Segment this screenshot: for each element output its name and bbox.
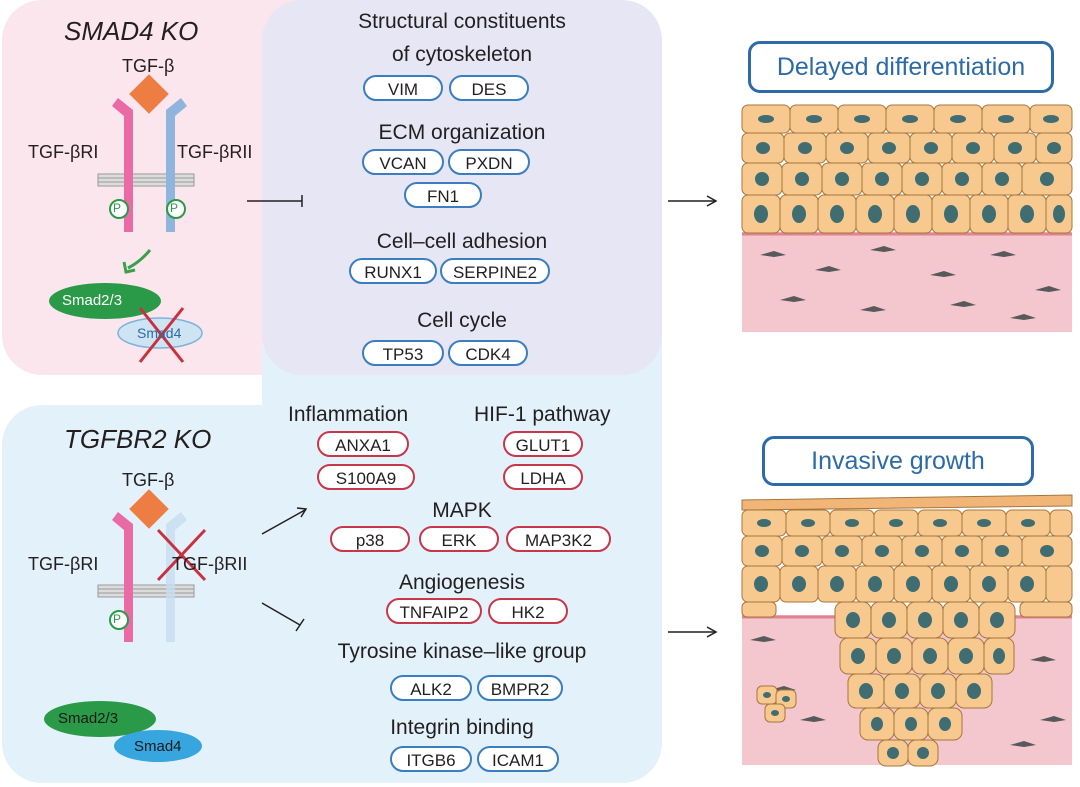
gene-pill: MAP3K2 (506, 526, 611, 552)
category-title: Tyrosine kinase–like group (337, 640, 587, 663)
gene-pill: VCAN (362, 149, 444, 175)
green-arrow-icon (127, 249, 152, 270)
tgfbrii-label: TGF-βRII (172, 554, 248, 574)
gene-pill: ERK (419, 526, 499, 552)
gene-pill: HK2 (488, 598, 568, 624)
tissue-invasive-growth (741, 494, 1073, 767)
smad4-receptor-complex (49, 74, 203, 363)
tissue-delayed-differentiation (741, 104, 1073, 332)
tgfb-ligand (129, 74, 169, 114)
gene-pill: FN1 (404, 182, 482, 208)
category-title: Cell cycle (417, 309, 507, 332)
gene-pill: ANXA1 (317, 431, 409, 457)
gene-pill: ICAM1 (477, 746, 559, 772)
category-title: Cell–cell adhesion (376, 230, 548, 253)
tgfbri-receptor (112, 98, 133, 232)
smad4-label: Smad4 (134, 738, 182, 755)
phospho-label: P (170, 201, 179, 215)
tgfbrii-label: TGF-βRII (177, 142, 253, 162)
category-title: MAPK (432, 499, 492, 522)
gene-pill: p38 (330, 526, 410, 552)
category-title: of cytoskeleton (391, 43, 533, 66)
category-title: Integrin binding (390, 716, 534, 739)
gene-pill: CDK4 (448, 340, 528, 366)
outcome-delayed-differentiation: Delayed differentiation (748, 41, 1054, 93)
gene-pill: LDHA (503, 464, 583, 490)
smad4-ko-title: SMAD4 KO (64, 16, 199, 46)
tgfbri-receptor (112, 512, 133, 642)
gene-pill: DES (449, 75, 529, 101)
tgfbr2-ko-title: TGFBR2 KO (64, 424, 212, 454)
smad23-ellipse (49, 283, 161, 319)
tgfb-ligand-label: TGF-β (122, 470, 175, 490)
phospho-icon (109, 199, 129, 219)
gene-pill: S100A9 (317, 464, 415, 490)
gene-pill: PXDN (448, 149, 530, 175)
phospho-label: P (113, 612, 122, 626)
smad23-label: Smad2/3 (58, 710, 119, 727)
gene-pill: GLUT1 (503, 431, 583, 457)
phospho-icon (109, 610, 129, 630)
tgfbrii-receptor (166, 512, 187, 642)
connectors (247, 195, 718, 638)
category-title: ECM organization (378, 121, 546, 144)
tgfbrii-receptor (166, 98, 187, 232)
gene-pill: BMPR2 (477, 675, 563, 701)
phospho-label: P (113, 201, 122, 215)
gene-pill: TNFAIP2 (386, 598, 482, 624)
gene-pill: ITGB6 (390, 746, 472, 772)
tgfbr2-receptor-complex (44, 489, 207, 762)
smad4-label: Smad4 (137, 325, 182, 341)
tgfb-ligand (129, 489, 169, 529)
outcome-invasive-growth: Invasive growth (762, 436, 1034, 486)
category-title: Inflammation (288, 403, 409, 426)
gene-pill: SERPINE2 (440, 258, 550, 284)
gene-pill: RUNX1 (349, 258, 437, 284)
tgfbri-label: TGF-βRI (28, 554, 99, 574)
gene-pill: TP53 (362, 340, 444, 366)
inhibition-line (261, 602, 301, 626)
gene-pill: ALK2 (390, 675, 472, 701)
category-title: Structural constituents (358, 10, 566, 33)
category-title: HIF-1 pathway (474, 403, 611, 426)
phospho-icon (166, 199, 186, 219)
lower-category-panel (262, 330, 662, 783)
gene-pill: VIM (363, 75, 443, 101)
smad4-ellipse (114, 730, 202, 762)
category-title: Angiogenesis (398, 571, 526, 594)
tgfbri-label: TGF-βRI (28, 142, 99, 162)
activation-arrow (261, 509, 306, 535)
smad23-ellipse (44, 701, 156, 737)
tgfb-ligand-label: TGF-β (122, 56, 175, 76)
smad23-label: Smad2/3 (62, 292, 123, 309)
